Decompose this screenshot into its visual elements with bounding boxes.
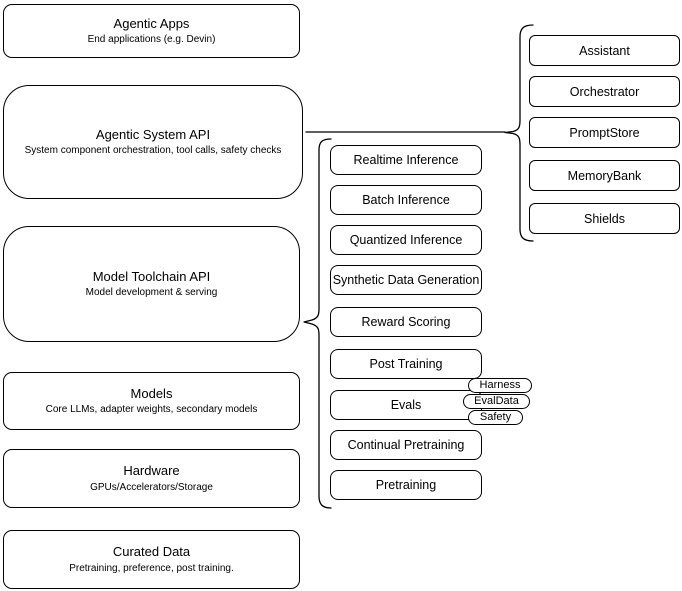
node-shields: Shields	[529, 203, 680, 234]
node-synthetic-data-generation: Synthetic Data Generation	[330, 265, 482, 295]
node-realtime-inference: Realtime Inference	[330, 145, 482, 175]
node-batch-inference: Batch Inference	[330, 185, 482, 215]
node-title: Curated Data	[112, 544, 191, 560]
node-post-training: Post Training	[330, 349, 482, 379]
node-memorybank: MemoryBank	[529, 160, 680, 191]
node-agentic-apps: Agentic Apps End applications (e.g. Devi…	[3, 4, 300, 58]
node-title: Agentic Apps	[113, 15, 190, 31]
node-models: Models Core LLMs, adapter weights, secon…	[3, 372, 300, 430]
middle-group-brace	[303, 138, 332, 509]
node-assistant: Assistant	[529, 35, 680, 66]
node-subtitle: Model development & serving	[85, 287, 218, 299]
node-title: Models	[130, 385, 173, 401]
evals-tag-safety: Safety	[468, 410, 523, 425]
node-title: Model Toolchain API	[92, 268, 211, 284]
node-hardware: Hardware GPUs/Accelerators/Storage	[3, 449, 300, 508]
node-subtitle: End applications (e.g. Devin)	[87, 34, 216, 46]
node-title: Agentic System API	[95, 126, 211, 142]
node-promptstore: PromptStore	[529, 117, 680, 148]
node-curated-data: Curated Data Pretraining, preference, po…	[3, 530, 300, 589]
evals-tag-evaldata: EvalData	[463, 394, 530, 409]
node-quantized-inference: Quantized Inference	[330, 225, 482, 255]
node-title: Hardware	[123, 463, 180, 479]
node-subtitle: Core LLMs, adapter weights, secondary mo…	[45, 404, 258, 416]
node-model-toolchain-api: Model Toolchain API Model development & …	[3, 226, 300, 342]
node-reward-scoring: Reward Scoring	[330, 307, 482, 337]
right-group-brace	[504, 24, 534, 242]
node-subtitle: Pretraining, preference, post training.	[69, 562, 234, 574]
node-continual-pretraining: Continual Pretraining	[330, 430, 482, 460]
node-agentic-system-api: Agentic System API System component orch…	[3, 85, 303, 199]
node-pretraining: Pretraining	[330, 470, 482, 500]
evals-tag-harness: Harness	[468, 378, 532, 393]
node-subtitle: System component orchestration, tool cal…	[24, 145, 282, 157]
node-orchestrator: Orchestrator	[529, 76, 680, 107]
node-evals: Evals	[330, 390, 482, 420]
node-subtitle: GPUs/Accelerators/Storage	[90, 481, 213, 493]
